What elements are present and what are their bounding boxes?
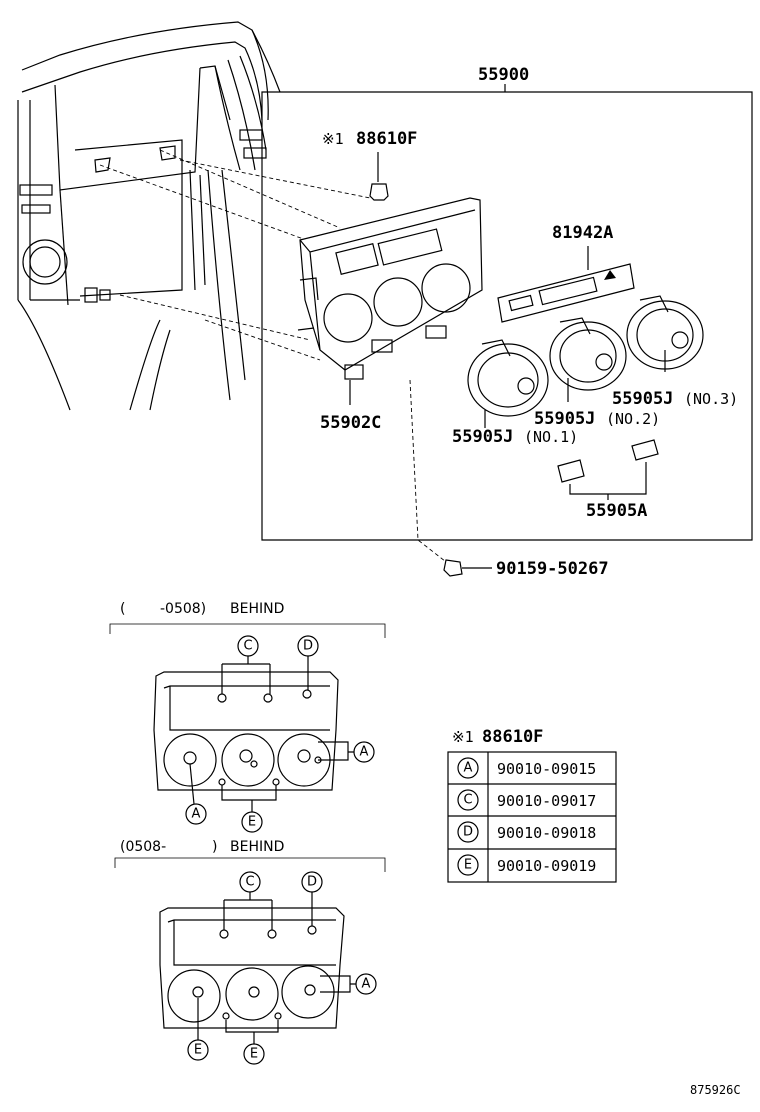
legend-row-1-part: 90010-09015 xyxy=(497,760,596,778)
clip-icon xyxy=(369,183,389,201)
knob-no3-illustration xyxy=(626,295,704,372)
buttons-part-no: 55905A xyxy=(586,501,647,521)
clip-callout: ※1 88610F xyxy=(322,129,417,201)
housing-part-no: 55902C xyxy=(320,413,381,433)
detail-bottom-letter-c: C xyxy=(245,875,254,890)
legend-row-2-part: 90010-09017 xyxy=(497,792,596,810)
detail-bottom-letter-a: A xyxy=(362,977,371,992)
housing-illustration xyxy=(297,197,483,380)
detail-top: ( -0508) BEHIND C D A A xyxy=(109,601,386,833)
detail-top-letter-c: C xyxy=(243,639,252,654)
screw-part-no: 90159-50267 xyxy=(496,559,609,579)
clip-part-no: 88610F xyxy=(356,129,417,149)
detail-bottom-letter-e-right: E xyxy=(250,1047,258,1062)
legend-row-3-letter: D xyxy=(463,825,473,840)
assembly-box: 55900 xyxy=(261,65,753,541)
dashboard-illustration xyxy=(17,21,281,411)
legend-row-4-letter: E xyxy=(464,858,472,873)
detail-bottom-letter-d: D xyxy=(307,875,317,890)
knob-no2-part-no: 55905J xyxy=(534,409,595,429)
knob-no2-suffix: (NO.2) xyxy=(606,410,660,428)
legend-row-2-letter: C xyxy=(463,793,472,808)
detail-top-letter-a-bottom: A xyxy=(192,807,201,822)
knob-no1-suffix: (NO.1) xyxy=(524,428,578,446)
knob-no3-part-no: 55905J xyxy=(612,389,673,409)
knob-no2-illustration xyxy=(549,317,627,402)
detail-bottom-view: BEHIND xyxy=(230,839,284,855)
legend-row-4-part: 90010-09019 xyxy=(497,857,596,875)
clip-mark: ※1 xyxy=(322,130,344,148)
detail-bottom: (0508- ) BEHIND C D A E E xyxy=(114,839,386,1065)
panel-illustration: 81942A xyxy=(497,223,635,323)
panel-part-no: 81942A xyxy=(552,223,613,243)
knob-no1-illustration xyxy=(467,339,549,428)
detail-top-range-open: ( xyxy=(120,601,125,617)
detail-bottom-range-close: ) xyxy=(212,839,217,855)
knob-no1-part-no: 55905J xyxy=(452,427,513,447)
legend-row-3-part: 90010-09018 xyxy=(497,824,596,842)
knob-no3-suffix: (NO.3) xyxy=(684,390,738,408)
legend: ※1 88610F A 90010-09015 C 90010-09017 D … xyxy=(447,727,617,883)
detail-top-letter-a-right: A xyxy=(360,745,369,760)
screw-illustration xyxy=(443,559,492,577)
detail-top-range: -0508) xyxy=(160,601,206,617)
legend-title: 88610F xyxy=(482,727,543,747)
detail-top-letter-d: D xyxy=(303,639,313,654)
assembly-part-no: 55900 xyxy=(478,65,529,85)
figure-id: 875926C xyxy=(690,1083,741,1097)
legend-mark: ※1 xyxy=(452,728,474,746)
detail-top-letter-e: E xyxy=(248,815,256,830)
detail-top-view: BEHIND xyxy=(230,601,284,617)
buttons-illustration xyxy=(557,439,659,500)
detail-bottom-range: (0508- xyxy=(120,839,166,855)
legend-row-1-letter: A xyxy=(464,761,473,776)
detail-bottom-letter-e-left: E xyxy=(194,1043,202,1058)
